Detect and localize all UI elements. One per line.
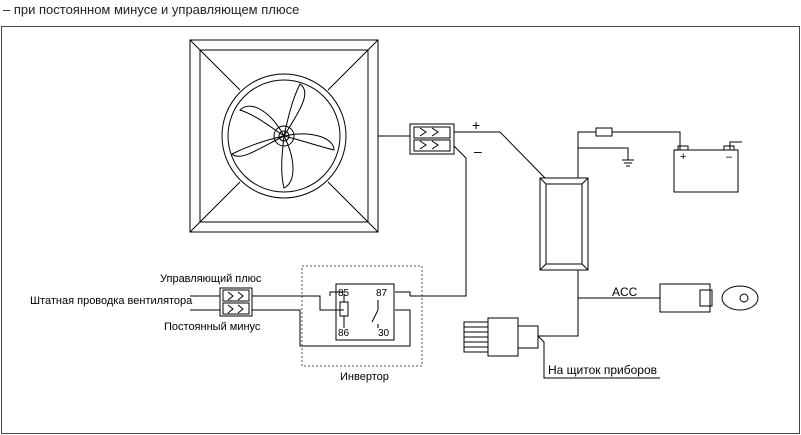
fan-wiring-label: Штатная проводка вентилятора bbox=[30, 295, 193, 307]
fuse-icon bbox=[595, 127, 613, 137]
fan-hub bbox=[273, 125, 295, 147]
fan-shroud-circle bbox=[221, 73, 347, 199]
ground-icon bbox=[622, 159, 634, 167]
acc-label: ACC bbox=[612, 285, 638, 299]
wires bbox=[252, 131, 742, 379]
diagram-caption: – при постоянном минусе и управляющем пл… bbox=[3, 2, 300, 17]
relay bbox=[335, 283, 395, 341]
relay-switch-icon bbox=[371, 309, 379, 323]
plus-label: + bbox=[472, 117, 480, 133]
relay-pin-86: 86 bbox=[338, 328, 350, 339]
ignition-key-icon bbox=[659, 283, 759, 313]
diagram-frame bbox=[1, 26, 800, 434]
fan-wiring-connector bbox=[190, 287, 253, 317]
radiator-fan bbox=[189, 39, 379, 233]
control-plus-label: Управляющий плюс bbox=[160, 273, 262, 285]
battery-plus-label: + bbox=[680, 151, 686, 163]
relay-pin-30: 30 bbox=[378, 328, 390, 339]
battery-icon bbox=[673, 145, 739, 193]
fan-blades-icon bbox=[231, 83, 335, 189]
inverter-label: Инвертор bbox=[340, 371, 389, 383]
relay-pin-87: 87 bbox=[376, 288, 388, 299]
minus-label: – bbox=[474, 143, 482, 159]
fan-frame-inner bbox=[199, 49, 369, 223]
inverter-box bbox=[301, 265, 423, 367]
dashboard-label: На щиток приборов bbox=[548, 363, 657, 377]
relay-pin-85: 85 bbox=[338, 288, 350, 299]
control-module bbox=[539, 177, 589, 271]
battery-minus-label: – bbox=[726, 151, 733, 163]
fan-connector bbox=[378, 123, 455, 155]
relay-coil-icon bbox=[339, 301, 349, 317]
constant-minus-label: Постоянный минус bbox=[164, 321, 261, 333]
temperature-sensor-icon bbox=[463, 317, 539, 357]
